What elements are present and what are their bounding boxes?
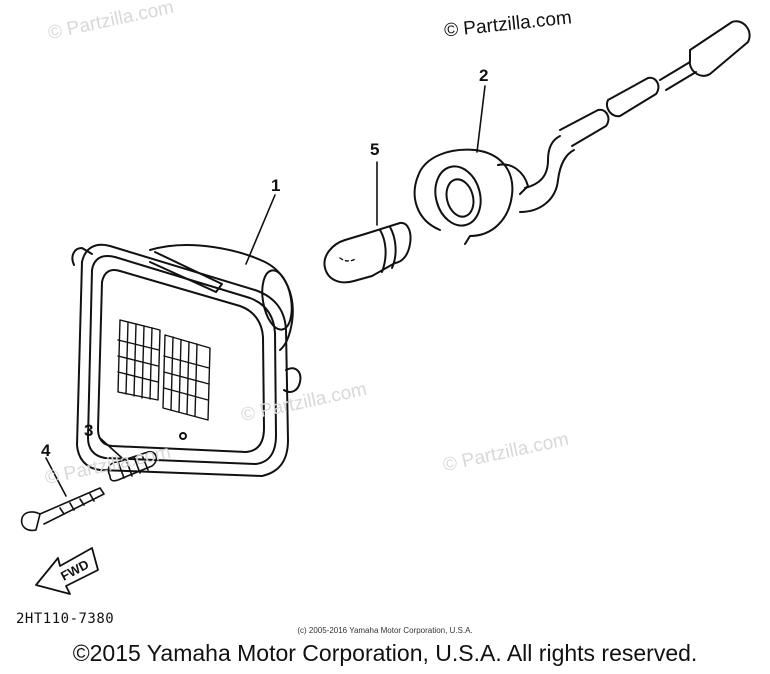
headlight-unit — [71, 243, 302, 477]
main-copyright: ©2015 Yamaha Motor Corporation, U.S.A. A… — [72, 640, 698, 666]
adjusting-spring — [107, 450, 158, 482]
leader-line-1 — [245, 194, 276, 265]
bulb — [323, 221, 412, 284]
fwd-label: FWD — [58, 557, 91, 584]
leader-line-4 — [45, 457, 67, 497]
bulb-socket-cord — [413, 20, 751, 245]
callout-5: 5 — [370, 140, 380, 159]
adjusting-screw — [20, 487, 105, 532]
callout-3: 3 — [84, 421, 94, 440]
diagram-part-code: 2HT110-7380 — [16, 611, 115, 627]
callout-4: 4 — [41, 441, 51, 460]
leader-line-3 — [99, 437, 123, 459]
fwd-arrow — [35, 547, 99, 595]
small-copyright: (c) 2005-2016 Yamaha Motor Corporation, … — [297, 626, 473, 635]
callout-2: 2 — [479, 66, 489, 85]
leader-line-2 — [476, 85, 486, 153]
callout-1: 1 — [271, 176, 281, 195]
